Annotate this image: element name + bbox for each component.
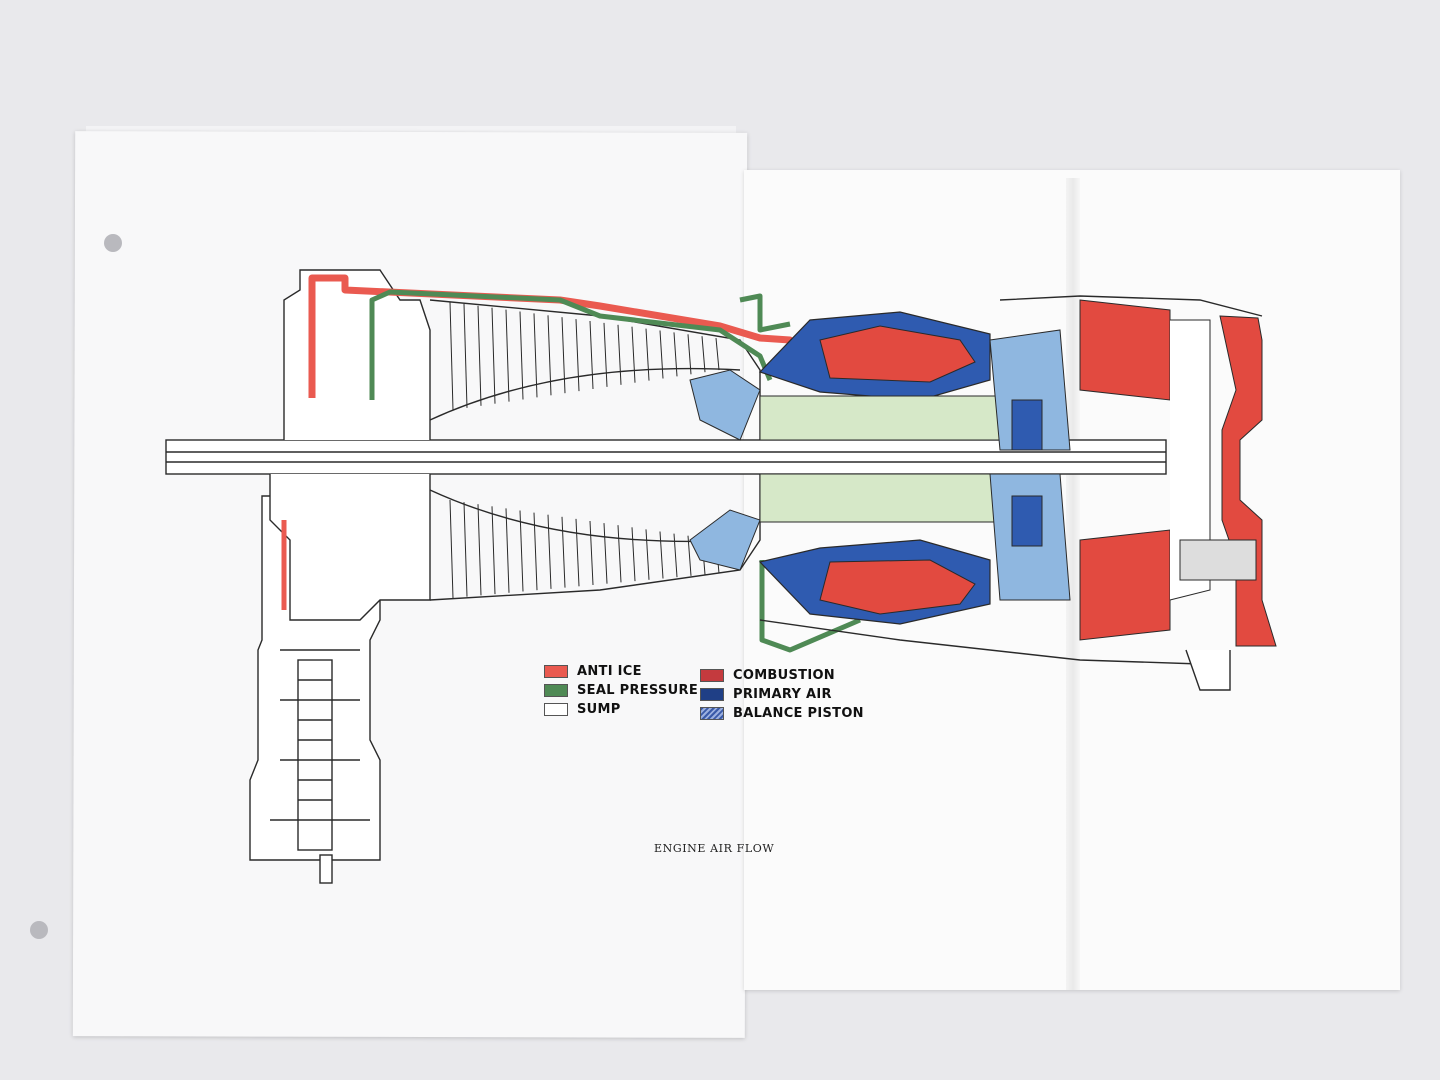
- binder-hole-top: [104, 234, 122, 252]
- legend-swatch-anti-ice: [544, 665, 568, 678]
- compressor-blade: [463, 502, 468, 597]
- legend-item-balance-piston: BALANCE PISTON: [700, 706, 864, 721]
- compressor-blade: [449, 301, 454, 411]
- compressor-blade: [547, 315, 552, 396]
- compressor-case-upper: [429, 299, 761, 440]
- compressor-blade: [603, 322, 608, 387]
- compressor-inner-upper: [429, 367, 741, 421]
- compressor-blade: [659, 531, 664, 579]
- compressor-blade: [715, 338, 720, 371]
- compressor-blade: [533, 313, 538, 398]
- combustor-upper: [758, 311, 991, 401]
- page-fold: [1066, 178, 1080, 990]
- compressor-blade: [463, 303, 468, 408]
- legend-label: SEAL PRESSURE: [577, 683, 699, 698]
- compressor-blade: [575, 518, 580, 587]
- compressor-inner-lower: [429, 489, 741, 543]
- front-housing-upper: [283, 269, 431, 440]
- legend-swatch-balance-piston: [700, 707, 724, 720]
- diagram-caption: ENGINE AIR FLOW: [654, 842, 775, 855]
- compressor-blade: [617, 324, 622, 385]
- compressor-blade: [659, 330, 664, 379]
- legend-item-sump: SUMP: [544, 702, 621, 717]
- legend-label: ANTI ICE: [577, 664, 642, 679]
- turbine-section: [1079, 299, 1277, 647]
- compressor-blade: [519, 510, 524, 592]
- compressor-blade: [505, 508, 510, 593]
- seal-pressure-flow: [369, 289, 861, 653]
- compressor-blade: [505, 309, 510, 402]
- compressor-blade: [687, 535, 692, 576]
- compressor-blade: [617, 525, 622, 583]
- compressor-blade: [673, 332, 678, 377]
- anti-ice-flow: [281, 274, 794, 610]
- compressor-blade: [589, 520, 594, 586]
- compressor-blade: [603, 523, 608, 584]
- compressor-blade: [533, 512, 538, 591]
- legend-swatch-combustion: [700, 669, 724, 682]
- legend-item-anti-ice: ANTI ICE: [544, 664, 642, 679]
- legend-label: BALANCE PISTON: [733, 706, 864, 721]
- compressor-blade: [631, 326, 636, 383]
- compressor-blade: [477, 504, 482, 596]
- legend-item-combustion: COMBUSTION: [700, 668, 835, 683]
- gear-stack: [297, 659, 333, 851]
- compressor-blade: [645, 529, 650, 580]
- combustor-lower: [758, 539, 991, 625]
- legend-item-seal-pressure: SEAL PRESSURE: [544, 683, 698, 698]
- binder-hole-bottom: [30, 921, 48, 939]
- compressor-blade: [477, 305, 482, 406]
- front-housing-lower: [269, 474, 431, 621]
- legend-label: PRIMARY AIR: [733, 687, 832, 702]
- compressor-blade: [589, 320, 594, 390]
- legend-swatch-primary-air: [700, 688, 724, 701]
- compressor-blade: [547, 514, 552, 589]
- compressor-blade: [491, 506, 496, 595]
- compressor-blade: [519, 311, 524, 400]
- legend-label: COMBUSTION: [733, 668, 835, 683]
- legend-swatch-sump: [544, 703, 568, 716]
- compressor-blade: [449, 499, 454, 599]
- legend-swatch-seal-pressure: [544, 684, 568, 697]
- compressor-blade: [561, 317, 566, 394]
- compressor-blade: [631, 527, 636, 582]
- legend-label: SUMP: [577, 702, 621, 717]
- compressor-blades: [449, 301, 720, 599]
- compressor-blade: [491, 307, 496, 404]
- legend-item-primary-air: PRIMARY AIR: [700, 687, 832, 702]
- compressor-blade: [687, 334, 692, 375]
- compressor-blade: [701, 336, 706, 373]
- secondary-air-zones: [689, 329, 1071, 601]
- compressor-blade: [575, 319, 580, 392]
- compressor-blade: [673, 533, 678, 578]
- compressor-blade: [561, 516, 566, 588]
- compressor-blade: [645, 328, 650, 381]
